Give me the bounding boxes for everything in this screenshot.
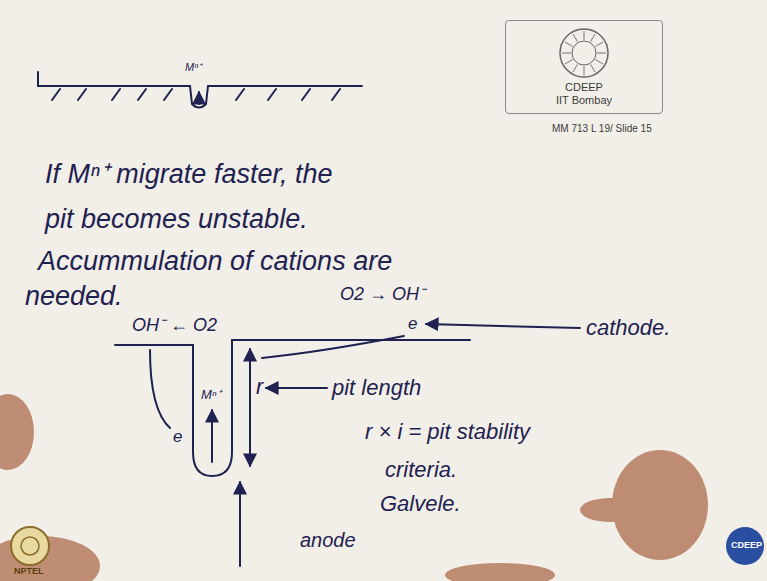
logo-text: CDEEP [565, 81, 603, 94]
electron-path [150, 350, 170, 428]
handwritten-label: criteria. [385, 458, 457, 481]
logo-box: CDEEPIIT Bombay [505, 20, 663, 114]
logo-text: IIT Bombay [556, 94, 612, 107]
handwritten-label: e [173, 428, 182, 446]
handwritten-label: If Mⁿ⁺ migrate faster, the [45, 160, 332, 188]
surface-sketch [38, 72, 362, 108]
handwritten-label: O2 → OH⁻ [340, 285, 425, 304]
emblem [554, 25, 614, 81]
electron-path [262, 336, 404, 358]
handwritten-label: cathode. [586, 316, 670, 339]
cathode-arrow [426, 324, 580, 328]
handwritten-label: pit length [332, 376, 421, 399]
handwritten-label: r × i = pit stability [365, 420, 530, 443]
handwritten-label: Mⁿ⁺ [185, 62, 202, 74]
handwritten-label: anode [300, 530, 356, 551]
handwritten-label: Mⁿ⁺ [201, 388, 221, 402]
handwritten-label: r [256, 375, 263, 398]
handwritten-label: e [408, 315, 417, 333]
pit-sketch [115, 324, 580, 566]
leader-arrow [266, 387, 327, 389]
ion-arrow [211, 410, 213, 462]
handwritten-label: Galvele. [380, 492, 461, 515]
logo-text: NPTEL [14, 567, 44, 576]
anode-arrow [239, 482, 241, 566]
handwritten-label: OH⁻ ← O2 [132, 316, 217, 335]
pit-length-arrow [249, 349, 251, 466]
handwritten-label: needed. [25, 282, 123, 310]
handwritten-label: Accummulation of cations are [38, 247, 392, 275]
logo-text: CDEEP [731, 541, 762, 550]
handwritten-label: pit becomes unstable. [45, 205, 308, 233]
logo-mark [11, 527, 764, 565]
logo-text: MM 713 L 19/ Slide 15 [552, 124, 652, 135]
hand [0, 394, 708, 581]
